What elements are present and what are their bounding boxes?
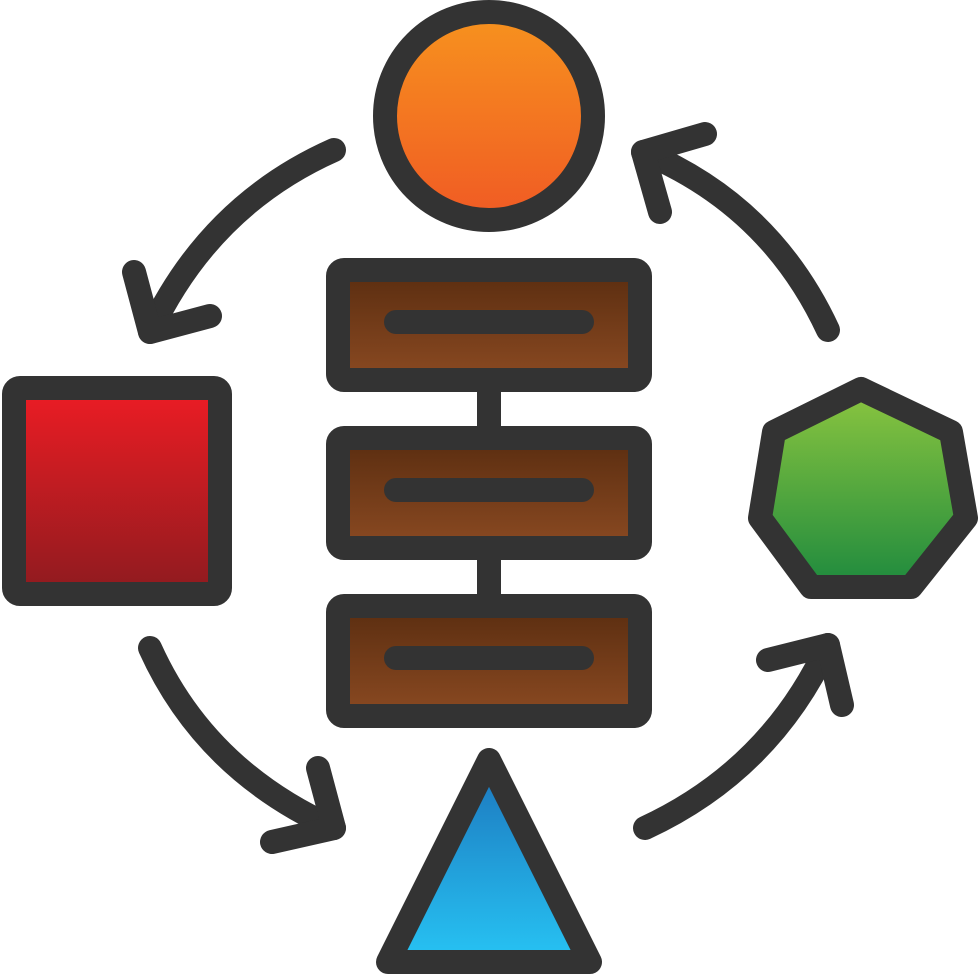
arrow-triangle-to-heptagon-icon <box>633 633 854 840</box>
arrow-circle-to-square-icon <box>122 138 346 344</box>
heptagon-shape-icon <box>748 377 978 599</box>
circle-shape-icon <box>373 0 605 232</box>
process-block-3 <box>326 594 652 728</box>
square-shape-icon <box>2 376 232 606</box>
process-block-2 <box>326 426 652 560</box>
triangle-shape-icon <box>376 748 602 974</box>
arrow-square-to-triangle-icon <box>138 636 346 854</box>
process-blocks <box>326 258 652 728</box>
process-block-1 <box>326 258 652 392</box>
arrow-heptagon-to-circle-icon <box>631 122 840 342</box>
